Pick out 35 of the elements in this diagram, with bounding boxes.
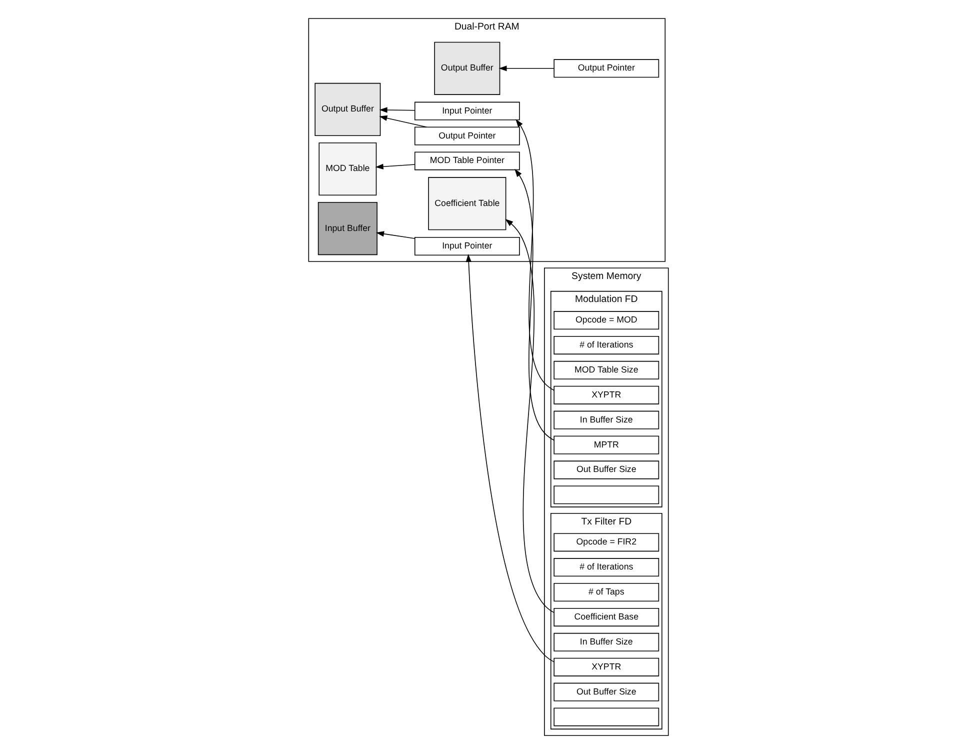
node-box: Coefficient Base — [554, 608, 660, 626]
arrow — [498, 66, 554, 72]
arrow — [376, 231, 416, 239]
node-box: Opcode = FIR2 — [554, 533, 660, 552]
node-box: Coefficient Table — [428, 177, 506, 230]
node-box: Output Buffer — [314, 82, 381, 136]
node-box: Input Pointer — [414, 102, 520, 120]
arrow — [379, 115, 428, 128]
node-box: In Buffer Size — [554, 632, 660, 652]
node-box: # of Iterations — [554, 336, 660, 354]
node-box: # of Iterations — [554, 558, 660, 577]
node-box — [554, 486, 660, 504]
node-box: Opcode = MOD — [554, 311, 660, 330]
node-box: MOD Table Pointer — [414, 152, 520, 170]
arrow — [514, 168, 554, 441]
node-box — [554, 708, 660, 726]
node-box: # of Taps — [554, 583, 660, 602]
node-box: XYPTR — [554, 386, 660, 404]
arrow — [375, 164, 416, 170]
arrow — [466, 254, 554, 662]
arrow — [505, 218, 554, 613]
arrow — [379, 107, 416, 113]
node-box: Out Buffer Size — [554, 460, 660, 480]
node-box: Input Pointer — [414, 236, 520, 256]
node-box: MOD Table Size — [554, 360, 660, 380]
node-box: Output Pointer — [414, 126, 520, 146]
node-box: Output Buffer — [434, 42, 500, 95]
node-box: Out Buffer Size — [554, 682, 660, 702]
node-box: In Buffer Size — [554, 410, 660, 430]
node-box: Input Buffer — [318, 202, 378, 256]
node-box: MPTR — [554, 436, 660, 454]
node-box: Output Pointer — [554, 59, 660, 78]
node-box: XYPTR — [554, 658, 660, 676]
node-box: MOD Table — [318, 142, 377, 196]
arrow — [516, 119, 554, 391]
